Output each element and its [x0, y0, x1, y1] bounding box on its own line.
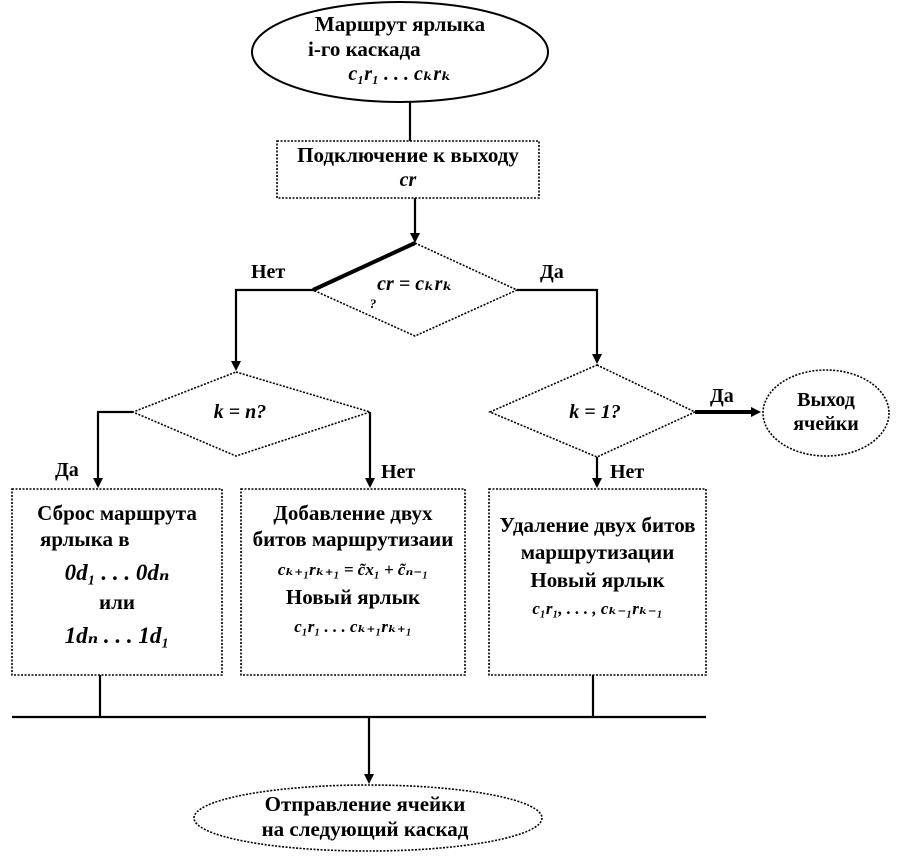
exit-label: Выход ячейки [766, 388, 886, 436]
reset-formula2: 1dₙ . . . 1d₁ [64, 622, 170, 648]
start-formula: c₁r₁ . . . cₖrₖ [348, 63, 452, 86]
add-label: Добавление двух битов маршрутизаии cₖ₊₁r… [241, 500, 465, 637]
reset-formula1: 0d₁ . . . 0dₙ [64, 559, 170, 585]
end-label: Отправление ячейки на следующий каскад [230, 792, 500, 842]
decision-main-sub-mark: ? [369, 296, 377, 311]
start-terminator [251, 1, 549, 103]
add-formula1: cₖ₊₁rₖ₊₁ = c̃x₁ + c̃ₙ₋₁ [277, 559, 429, 579]
add-line3: Новый ярлык [285, 584, 421, 609]
connect-process-box [276, 140, 540, 199]
decision-main-diamond [311, 242, 519, 337]
start-line2: i-го каскада [308, 37, 421, 62]
remove-formula: c₁r₁, . . . , cₖ₋₁rₖ₋₁ [532, 598, 663, 618]
label-main-yes: Да [540, 261, 564, 283]
reset-or: или [99, 590, 135, 615]
label-right-yes: Да [710, 385, 734, 407]
add-line2: битов маршрутизаии [252, 527, 454, 552]
remove-line2: маршрутизации [520, 540, 675, 565]
connect-label: Подключение к выходу cr [277, 143, 539, 192]
reset-line2: ярлыка в [40, 527, 130, 552]
reset-line1: Сброс маршрута [37, 501, 197, 525]
connect-formula: cr [399, 169, 417, 192]
connector-main-no [231, 288, 313, 371]
connector-decision-thick-edge [312, 241, 416, 292]
remove-process-box [488, 488, 707, 676]
decision-left-formula: k = n? [213, 401, 267, 423]
remove-line3: Новый ярлык [530, 567, 665, 592]
connector-left-yes [93, 410, 133, 488]
end-line1: Отправление ячейки [264, 792, 466, 816]
exit-line1: Выход [797, 389, 855, 411]
exit-line2: ячейки [793, 413, 859, 435]
decision-right-diamond [487, 364, 697, 458]
reset-label: Сброс маршрута ярлыка в 0d₁ . . . 0dₙ ил… [12, 500, 222, 650]
end-terminator [193, 784, 543, 852]
remove-label: Удаление двух битов маршрутизации Новый … [487, 512, 708, 620]
add-line1: Добавление двух [273, 501, 433, 525]
remove-line1: Удаление двух битов [499, 513, 696, 537]
label-right-no: Нет [610, 461, 645, 483]
end-line2: на следующий каскад [261, 817, 469, 842]
add-formula2: c₁r₁ . . . cₖ₊₁rₖ₊₁ [294, 617, 412, 636]
exit-terminator [762, 369, 890, 457]
connect-line1: Подключение к выходу [297, 143, 519, 167]
start-label: Маршрут ярлыка i-го каскада c₁r₁ . . . c… [290, 12, 510, 86]
add-process-box [240, 488, 466, 676]
decision-right-formula: k = 1? [569, 401, 621, 423]
connector-main-yes [517, 288, 602, 364]
start-line1: Маршрут ярлыка [314, 12, 486, 36]
reset-process-box [11, 488, 223, 676]
label-main-no: Нет [251, 261, 286, 283]
label-left-no: Нет [381, 461, 416, 483]
decision-left-diamond [130, 371, 373, 457]
label-left-yes: Да [55, 459, 79, 481]
decision-main-formula: cr = cₖrₖ [377, 273, 453, 295]
